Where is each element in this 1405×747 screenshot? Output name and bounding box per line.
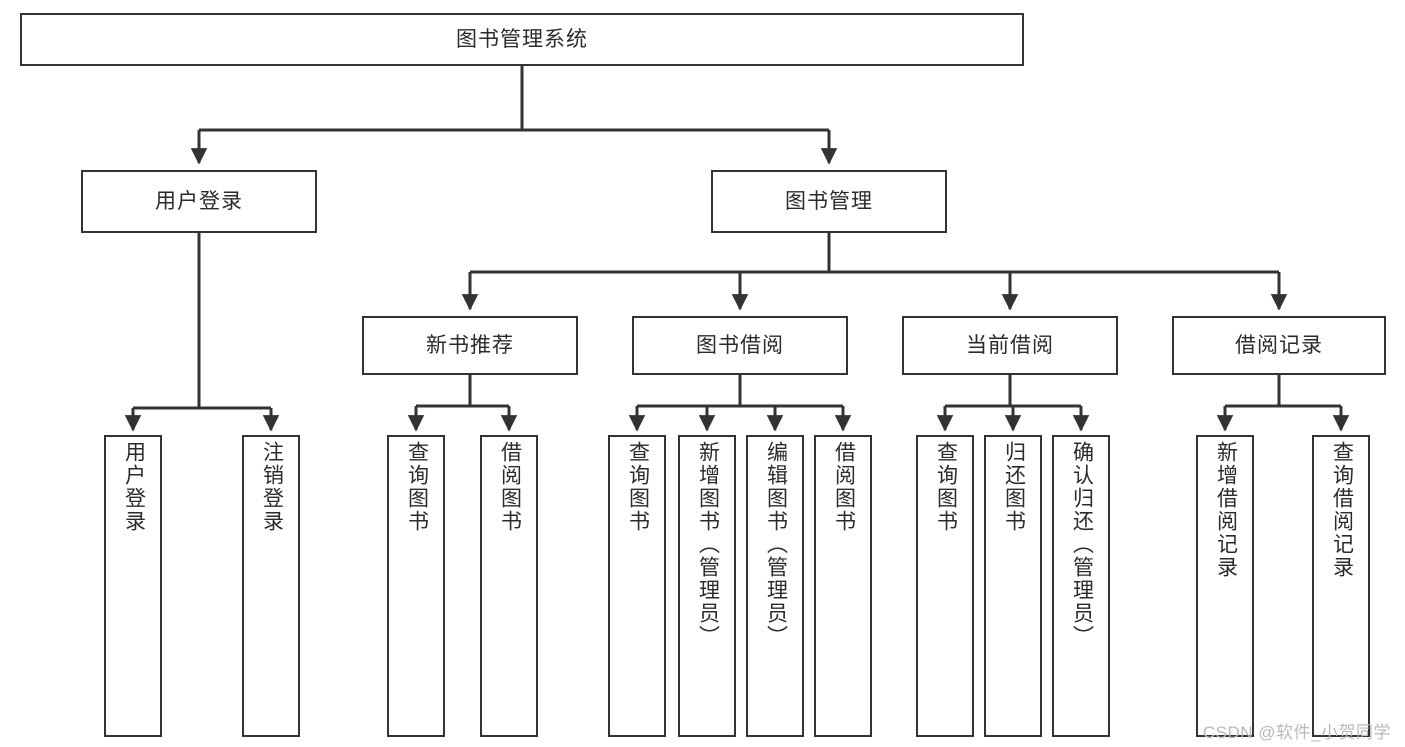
node-leaf-query-book-borrow[interactable]: 查询图书 xyxy=(608,435,666,737)
node-leaf-borrow-book-borrow-label: 借阅图书 xyxy=(832,441,856,533)
node-user-login-label: 用户登录 xyxy=(155,189,243,213)
node-leaf-query-book-rec-label: 查询图书 xyxy=(405,441,429,533)
node-leaf-query-book-borrow-label: 查询图书 xyxy=(626,441,650,533)
node-book-borrow[interactable]: 图书借阅 xyxy=(632,316,848,375)
node-borrow-record[interactable]: 借阅记录 xyxy=(1172,316,1386,375)
node-leaf-add-record[interactable]: 新增借阅记录 xyxy=(1196,435,1254,737)
node-new-book-rec[interactable]: 新书推荐 xyxy=(362,316,578,375)
node-current-borrow-label: 当前借阅 xyxy=(966,333,1054,357)
node-leaf-user-login[interactable]: 用户登录 xyxy=(104,435,162,737)
watermark-text: CSDN @软件_小贺同学 xyxy=(1202,723,1391,742)
node-leaf-query-book-current-label: 查询图书 xyxy=(934,441,958,533)
node-book-manage[interactable]: 图书管理 xyxy=(711,170,947,233)
node-leaf-add-book[interactable]: 新增图书（管理员） xyxy=(678,435,736,737)
node-current-borrow[interactable]: 当前借阅 xyxy=(902,316,1118,375)
node-root-label: 图书管理系统 xyxy=(456,27,588,51)
node-book-borrow-label: 图书借阅 xyxy=(696,333,784,357)
node-leaf-add-record-label: 新增借阅记录 xyxy=(1214,441,1238,579)
node-borrow-record-label: 借阅记录 xyxy=(1235,333,1323,357)
node-leaf-query-book-rec[interactable]: 查询图书 xyxy=(387,435,445,737)
node-leaf-query-book-current[interactable]: 查询图书 xyxy=(916,435,974,737)
node-leaf-confirm-return[interactable]: 确认归还（管理员） xyxy=(1052,435,1110,737)
node-leaf-return-book[interactable]: 归还图书 xyxy=(984,435,1042,737)
node-leaf-edit-book-label: 编辑图书（管理员） xyxy=(764,441,788,648)
node-leaf-edit-book[interactable]: 编辑图书（管理员） xyxy=(746,435,804,737)
node-leaf-add-book-label: 新增图书（管理员） xyxy=(696,441,720,648)
node-leaf-borrow-book-borrow[interactable]: 借阅图书 xyxy=(814,435,872,737)
node-leaf-query-record[interactable]: 查询借阅记录 xyxy=(1312,435,1370,737)
node-leaf-logout[interactable]: 注销登录 xyxy=(242,435,300,737)
node-leaf-query-record-label: 查询借阅记录 xyxy=(1330,441,1354,579)
node-leaf-borrow-book-rec[interactable]: 借阅图书 xyxy=(480,435,538,737)
node-leaf-user-login-label: 用户登录 xyxy=(122,441,146,533)
node-book-manage-label: 图书管理 xyxy=(785,189,873,213)
node-leaf-return-book-label: 归还图书 xyxy=(1002,441,1026,533)
node-leaf-borrow-book-rec-label: 借阅图书 xyxy=(498,441,522,533)
node-leaf-confirm-return-label: 确认归还（管理员） xyxy=(1070,441,1094,648)
node-leaf-logout-label: 注销登录 xyxy=(260,441,284,533)
node-user-login[interactable]: 用户登录 xyxy=(81,170,317,233)
node-root[interactable]: 图书管理系统 xyxy=(20,13,1024,66)
node-new-book-rec-label: 新书推荐 xyxy=(426,333,514,357)
